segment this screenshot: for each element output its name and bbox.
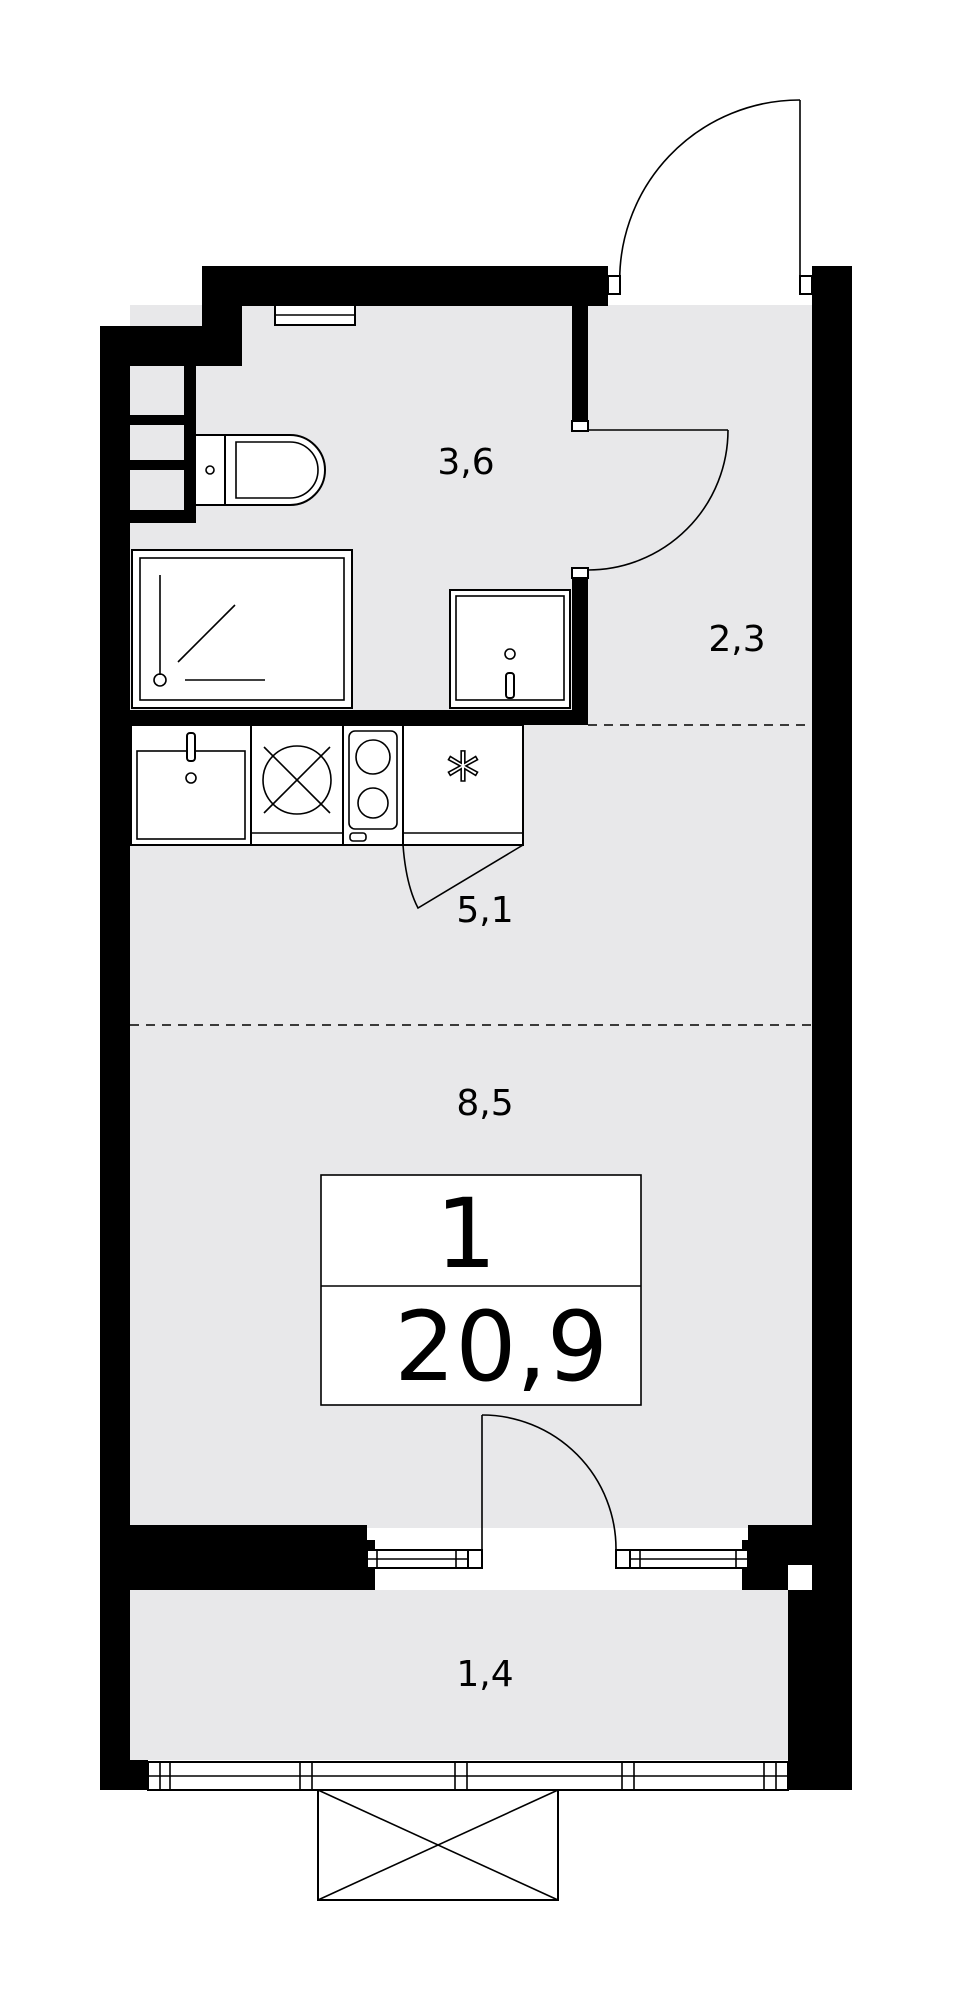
wall-left [100, 326, 130, 1790]
room-area-living: 8,5 [456, 1083, 513, 1124]
balcony-glazing [147, 1761, 789, 1791]
balcony-wall-left [100, 1760, 148, 1790]
room-area-balcony: 1,4 [456, 1654, 513, 1695]
entrance-door [607, 99, 813, 295]
wall-bottom-left [130, 1525, 367, 1590]
vent-shaft [130, 415, 190, 470]
cooktop-icon [342, 724, 404, 846]
walls [100, 266, 852, 1790]
balcony-floor [122, 1590, 788, 1760]
fridge-icon [402, 724, 524, 846]
vent-divider-1 [130, 415, 190, 425]
kitchen-counter: * [130, 724, 524, 910]
inner-windows [366, 1549, 749, 1569]
total-area: 20,9 [394, 1291, 608, 1403]
wall-bath-right-lower [572, 575, 588, 725]
toilet-icon [194, 434, 326, 506]
wall-bath-bottom [130, 710, 588, 725]
bathroom-door [571, 420, 729, 579]
wall-top-bath-b [202, 266, 608, 306]
bathroom-vent-window [274, 304, 356, 326]
shower-icon [131, 549, 353, 709]
bathroom-sink-icon [449, 589, 571, 709]
vent-shaft-bottom [130, 510, 196, 523]
wall-right [812, 266, 852, 1790]
room-area-kitchen: 5,1 [456, 890, 513, 931]
rooms-count: 1 [435, 1178, 496, 1290]
hallway-floor [575, 305, 813, 725]
summary-box: 1 20,9 [320, 1174, 642, 1406]
room-area-bathroom: 3,6 [437, 442, 494, 483]
floor-areas [122, 305, 813, 1760]
vent-shaft-right [184, 366, 196, 523]
room-area-hallway: 2,3 [708, 619, 765, 660]
ac-unit-icon [317, 1789, 559, 1901]
oven-icon [250, 724, 344, 846]
wall-bottom-right-b [742, 1540, 788, 1590]
balcony-wall-right [788, 1590, 852, 1790]
svg-text:*: * [447, 739, 480, 816]
vent-divider-2 [130, 460, 190, 470]
wall-bath-right [572, 266, 588, 421]
